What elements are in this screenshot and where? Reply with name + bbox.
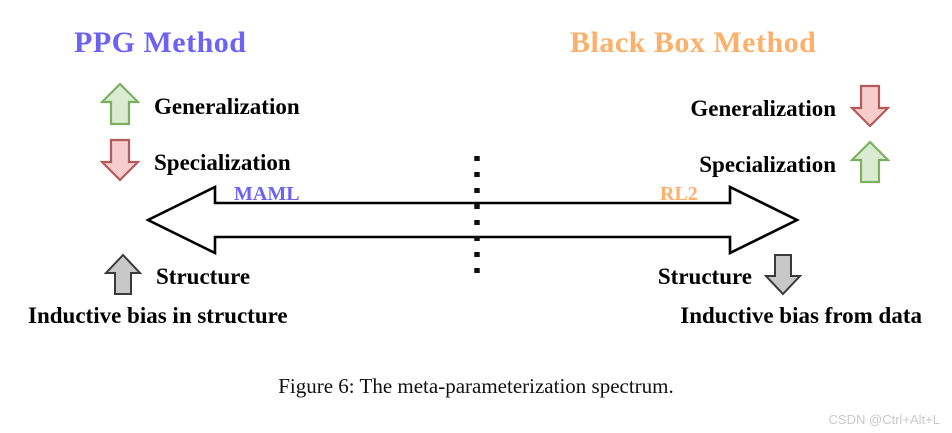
- figure-caption: Figure 6: The meta-parameterization spec…: [278, 374, 674, 398]
- right-structure-label: Structure: [657, 264, 752, 289]
- ppg-method-title: PPG Method: [74, 26, 247, 59]
- left-generalization-row: Generalization: [99, 82, 300, 131]
- spectrum-tag-rl2: RL2: [660, 183, 698, 205]
- double-headed-arrow-icon: [145, 184, 800, 256]
- left-specialization-row: Specialization: [99, 138, 291, 187]
- left-generalization-label: Generalization: [154, 94, 300, 119]
- arrow-down-icon: [99, 138, 141, 187]
- black-box-method-title: Black Box Method: [570, 26, 817, 59]
- csdn-watermark: CSDN @Ctrl+Alt+L: [828, 412, 940, 427]
- left-structure-label: Structure: [156, 264, 251, 289]
- arrow-down-icon: [849, 84, 891, 133]
- left-structure-row: Structure: [103, 252, 251, 301]
- spectrum-tag-maml: MAML: [234, 183, 300, 205]
- arrow-up-icon: [103, 252, 143, 301]
- left-specialization-label: Specialization: [154, 150, 291, 175]
- right-specialization-label: Specialization: [699, 152, 836, 177]
- right-bias-caption: Inductive bias from data: [680, 303, 922, 328]
- arrow-up-icon: [99, 82, 141, 131]
- right-generalization-row: Generalization: [690, 84, 891, 133]
- arrow-down-icon: [763, 252, 803, 301]
- right-structure-row: Structure: [657, 252, 803, 301]
- meta-parameterization-spectrum: [145, 156, 800, 276]
- arrow-up-icon: [849, 140, 891, 189]
- right-specialization-row: Specialization: [699, 140, 891, 189]
- left-bias-caption: Inductive bias in structure: [28, 303, 288, 328]
- right-generalization-label: Generalization: [690, 96, 836, 121]
